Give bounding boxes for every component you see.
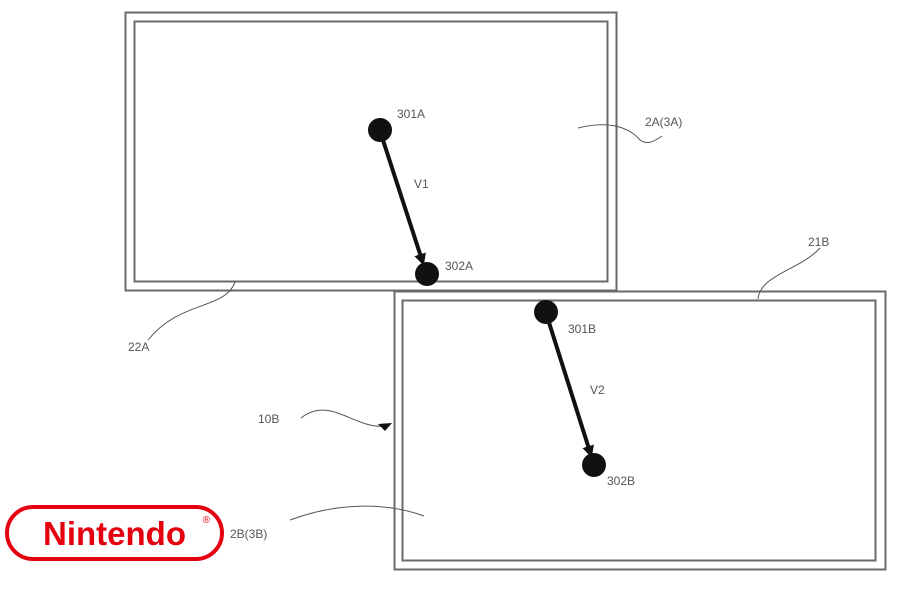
registered-mark-icon: ® xyxy=(202,515,210,526)
screen-a-outer-frame xyxy=(124,11,618,292)
label-v1: V1 xyxy=(414,177,429,191)
label-302b: 302B xyxy=(607,474,635,488)
label-301a: 301A xyxy=(397,107,425,121)
screen-b-display-area xyxy=(401,299,877,562)
leader-line-2b xyxy=(289,505,425,521)
leader-line-21b xyxy=(757,247,821,300)
screen-b xyxy=(393,290,887,571)
screen-b-outer-frame xyxy=(393,290,887,571)
label-302a: 302A xyxy=(445,259,473,273)
vector-v2-arrow xyxy=(544,312,590,452)
screen-a xyxy=(124,11,618,292)
label-2b-3b: 2B(3B) xyxy=(230,527,267,541)
logo-text: Nintendo xyxy=(43,514,186,552)
label-22a: 22A xyxy=(128,340,149,354)
touch-point-301b xyxy=(534,300,558,324)
nintendo-logo: Nintendo ® xyxy=(5,505,224,561)
touch-point-302b xyxy=(582,453,606,477)
screen-a-display-area xyxy=(133,20,609,283)
touch-point-302a xyxy=(415,262,439,286)
leader-line-10b xyxy=(300,409,387,427)
vector-v1-arrow xyxy=(378,130,422,260)
label-10b: 10B xyxy=(258,412,279,426)
leader-line-2a xyxy=(577,124,663,143)
arrow-10b-icon xyxy=(378,423,392,431)
label-2a-3a: 2A(3A) xyxy=(645,115,682,129)
touch-point-301a xyxy=(368,118,392,142)
label-301b: 301B xyxy=(568,322,596,336)
leader-line-22a xyxy=(147,281,236,341)
label-21b: 21B xyxy=(808,235,829,249)
label-v2: V2 xyxy=(590,383,605,397)
